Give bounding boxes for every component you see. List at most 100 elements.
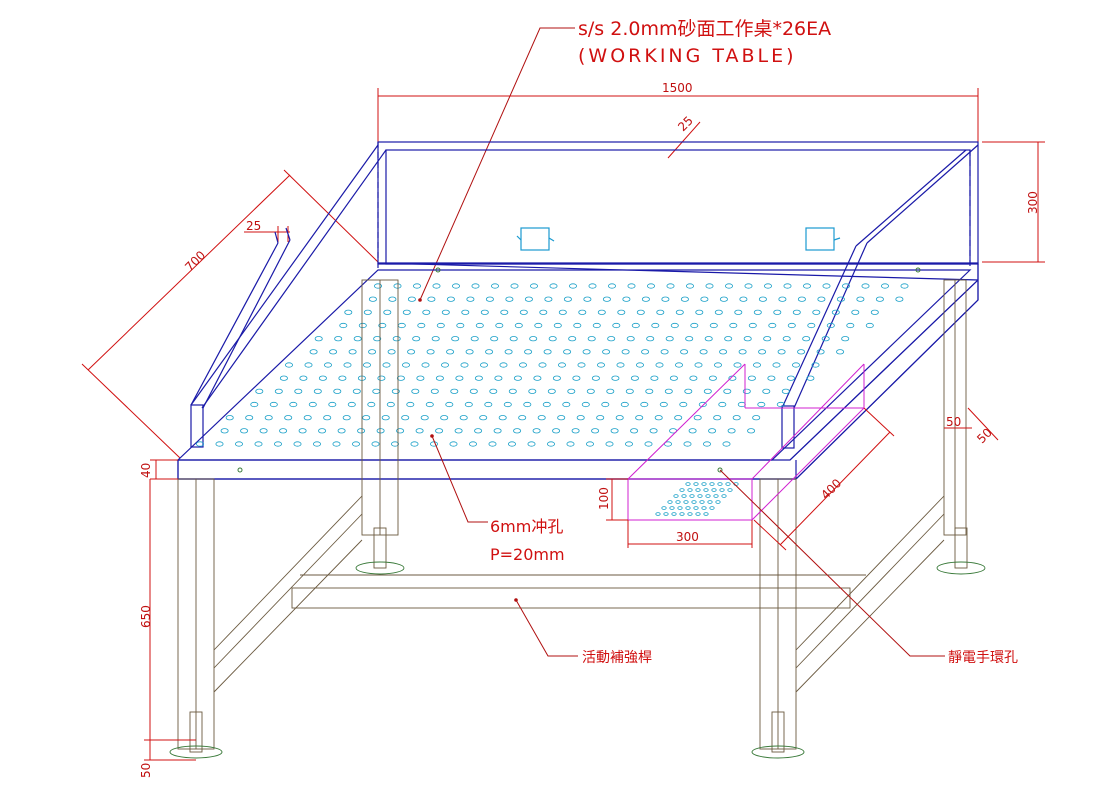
width-dimension: 1500 xyxy=(377,81,979,145)
perforation-hole xyxy=(714,362,723,368)
perforation-hole xyxy=(684,388,693,394)
perforation-hole xyxy=(641,349,650,355)
perforation-hole xyxy=(734,309,743,315)
perforation-hole xyxy=(846,322,855,329)
perforation-hole xyxy=(895,296,904,302)
perforation-hole xyxy=(264,415,273,421)
drawer-hole xyxy=(695,488,701,492)
perforation-hole xyxy=(513,375,522,381)
perforation-hole xyxy=(468,441,477,447)
perforation-hole xyxy=(573,322,582,329)
perforation-hole xyxy=(783,283,792,289)
perforation-hole xyxy=(719,349,728,355)
side-rail-right xyxy=(781,144,979,449)
drawer-hole xyxy=(703,512,709,516)
perforation-hole xyxy=(524,349,533,355)
perforation-hole xyxy=(351,441,360,447)
drawer-hole xyxy=(709,482,715,486)
perforation-hole xyxy=(699,349,708,355)
perforation-hole xyxy=(329,349,338,355)
perforation-hole xyxy=(431,336,440,342)
perforation-hole xyxy=(558,362,567,368)
perforation-hole xyxy=(797,296,806,302)
perforation-hole xyxy=(528,388,537,394)
perforation-hole xyxy=(353,336,362,342)
drawer-hole xyxy=(667,500,673,504)
perforation-hole xyxy=(572,375,581,381)
perforation-hole xyxy=(764,283,773,289)
perforation-hole xyxy=(195,441,204,447)
perforation-hole xyxy=(708,428,717,434)
brace-note-text: 活動補強桿 xyxy=(582,650,652,666)
perforation-hole xyxy=(484,401,493,408)
perforation-hole xyxy=(842,283,851,289)
perforation-hole xyxy=(298,428,307,434)
perforation-hole xyxy=(737,401,746,408)
title-leader xyxy=(419,27,575,301)
perforation-hole xyxy=(704,336,713,342)
perforation-hole xyxy=(532,428,541,434)
perforation-hole xyxy=(460,362,469,368)
leg-section-a-text: 50 xyxy=(946,415,961,429)
tabletop xyxy=(176,262,979,480)
perforation-hole xyxy=(514,322,523,329)
perforation-hole xyxy=(449,441,458,447)
drawer-hole xyxy=(683,500,689,504)
perforation-hole xyxy=(679,401,688,408)
perforation-hole xyxy=(368,296,377,302)
foot-height-dim-text: 50 xyxy=(139,763,153,778)
perforation-hole xyxy=(455,375,464,381)
drawer-hole xyxy=(709,506,715,510)
perforation-hole xyxy=(821,336,830,342)
perforation-hole xyxy=(553,322,562,329)
perforation-hole xyxy=(450,388,459,394)
perforation-hole xyxy=(363,309,372,315)
title-block: s/s 2.0mm砂面工作桌*26EA (WORKING TABLE) xyxy=(418,18,831,302)
drawer-hole xyxy=(669,506,675,510)
back-panel xyxy=(377,141,979,270)
perforation-hole xyxy=(836,296,845,302)
perforation-hole xyxy=(538,362,547,368)
cross-braces xyxy=(213,495,945,693)
leg-height-dimension: 650 50 xyxy=(139,479,196,778)
perforation-hole xyxy=(744,283,753,289)
perforation-hole xyxy=(900,283,909,289)
perforation-hole xyxy=(507,441,516,447)
perforation-hole xyxy=(362,415,371,421)
perforation-hole xyxy=(587,336,596,342)
perforation-hole xyxy=(378,322,387,329)
perforation-hole xyxy=(225,415,234,421)
perforation-hole xyxy=(342,415,351,421)
perforation-hole xyxy=(856,296,865,302)
siderail-dimension: 25 xyxy=(244,219,290,242)
perforation-hole xyxy=(865,322,874,329)
leg-section-b-text: 50 xyxy=(974,425,995,446)
perforation-hole xyxy=(567,388,576,394)
drawer-hole xyxy=(687,512,693,516)
perforation-hole xyxy=(806,375,815,381)
perforation-hole xyxy=(772,362,781,368)
perforation-hole xyxy=(352,388,361,394)
perforation-hole xyxy=(499,362,508,368)
perforation-hole xyxy=(530,283,539,289)
perforation-hole xyxy=(461,309,470,315)
drawer-hole xyxy=(727,488,733,492)
perforation-hole xyxy=(337,428,346,434)
side-rail-left xyxy=(190,144,387,448)
perforation-hole xyxy=(708,375,717,381)
perforation-hole xyxy=(767,375,776,381)
drawer-hole xyxy=(719,488,725,492)
perforation-hole xyxy=(284,362,293,368)
perforation-hole xyxy=(392,336,401,342)
perforation-hole xyxy=(752,415,761,421)
perforation-hole xyxy=(686,283,695,289)
drawer-hole xyxy=(679,512,685,516)
perforation-hole xyxy=(475,322,484,329)
perforation-hole xyxy=(250,401,259,408)
perforation-hole xyxy=(537,415,546,421)
perforation-hole xyxy=(606,388,615,394)
perforation-hole xyxy=(274,388,283,394)
back-height-dimension: 300 xyxy=(982,141,1045,263)
perforation-hole xyxy=(612,322,621,329)
